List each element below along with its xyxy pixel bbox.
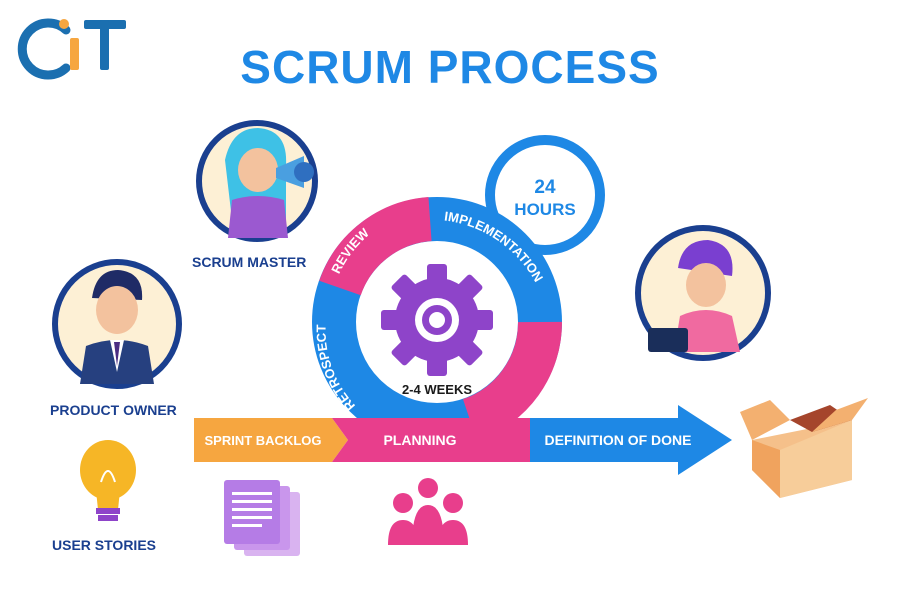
definition-of-done-label: DEFINITION OF DONE (545, 432, 692, 448)
cit-logo-icon (17, 18, 126, 80)
user-stories-label: USER STORIES (52, 537, 156, 553)
page-title: SCRUM PROCESS (240, 41, 660, 93)
box-icon (740, 398, 868, 498)
flow-arrow (194, 405, 732, 475)
planning-label: PLANNING (383, 432, 456, 448)
hours-number-label: 24 (534, 177, 556, 198)
cit-logo (14, 12, 134, 84)
hours-unit-label: HOURS (514, 200, 575, 219)
product-owner-label: PRODUCT OWNER (50, 402, 177, 418)
light-bulb-icon (80, 440, 136, 521)
scrum-master-avatar (196, 120, 318, 242)
sprint-backlog-label: SPRINT BACKLOG (205, 433, 322, 448)
sprint-duration-label: 2-4 WEEKS (402, 382, 472, 397)
team-icon (388, 478, 468, 545)
gear-icon (381, 264, 493, 376)
product-owner-avatar (52, 259, 182, 389)
documents-icon (224, 480, 300, 556)
developer-avatar (635, 225, 771, 361)
scrum-master-label: SCRUM MASTER (192, 254, 307, 270)
daily-24-hours-circle: 24 HOURS (485, 135, 605, 255)
